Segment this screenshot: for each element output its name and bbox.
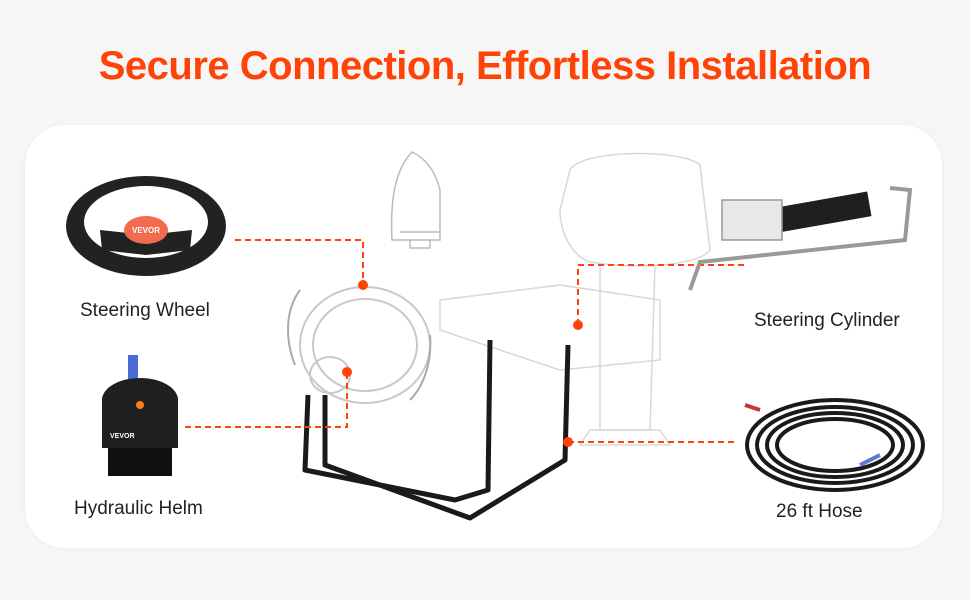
steering-wheel-outline	[287, 286, 432, 404]
hydraulic-helm-label: Hydraulic Helm	[74, 498, 203, 519]
boat-outline-icon	[390, 151, 441, 249]
steering-wheel-label: Steering Wheel	[80, 300, 210, 321]
helm-brand-logo: VEVOR	[110, 433, 135, 440]
hose-lines	[302, 339, 571, 521]
steering-cylinder-image	[688, 186, 913, 291]
hose-coil-image	[744, 398, 925, 492]
steering-cylinder-label: Steering Cylinder	[754, 310, 900, 331]
outboard-motor-outline	[439, 152, 711, 446]
hose-label: 26 ft Hose	[776, 501, 863, 522]
hydraulic-helm-image: VEVOR	[102, 355, 178, 476]
connector-dots	[342, 280, 583, 447]
steering-wheel-brand-logo: VEVOR	[132, 226, 160, 235]
page-title: Secure Connection, Effortless Installati…	[98, 44, 872, 88]
dashed-connectors	[185, 239, 745, 443]
steering-wheel-image: VEVOR	[66, 176, 226, 276]
